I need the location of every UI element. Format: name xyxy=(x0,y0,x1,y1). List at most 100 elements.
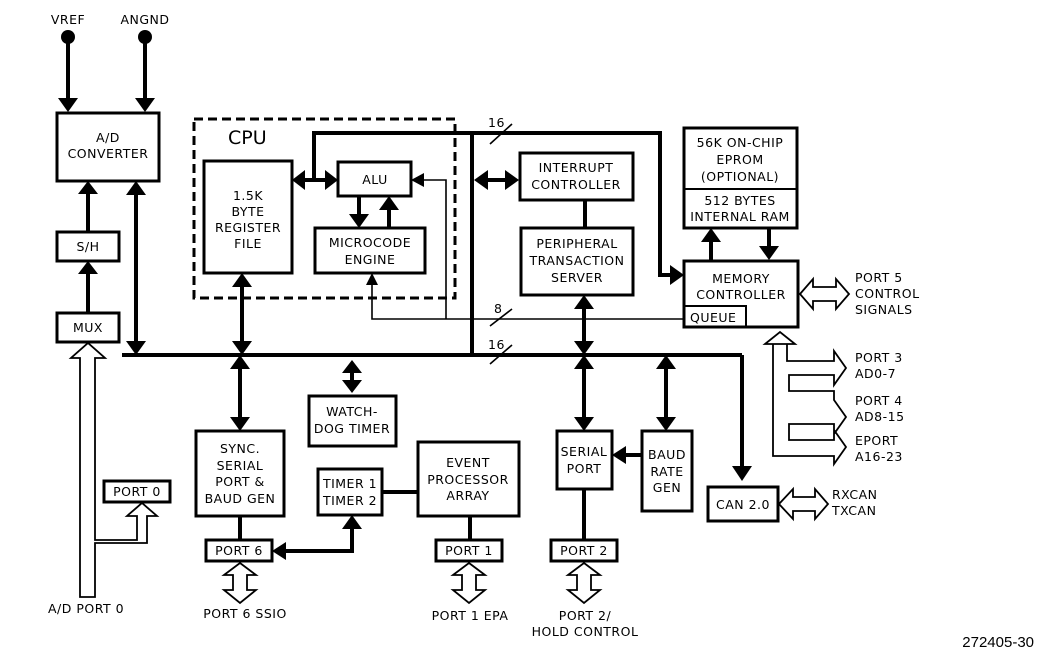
alu-block: ALU xyxy=(336,160,413,198)
ssio-bus-link xyxy=(230,355,250,431)
block-label: SERIAL xyxy=(561,444,608,459)
arrow-up-icon xyxy=(656,355,676,369)
ssio-block: SYNC. SERIAL PORT & BAUD GEN xyxy=(194,429,286,518)
port5-label: CONTROL xyxy=(855,286,920,301)
block-label: TIMER 1 xyxy=(322,476,377,491)
port5-label: PORT 5 xyxy=(855,270,903,285)
arrow-left-icon xyxy=(411,173,424,187)
arrow-left-icon xyxy=(292,170,305,190)
thin-lines xyxy=(371,179,684,320)
port0-block: PORT 0 xyxy=(102,479,172,504)
arrow-up-icon xyxy=(366,273,378,285)
block-label: CONVERTER xyxy=(68,146,149,161)
block-label: PORT 0 xyxy=(113,484,161,499)
arrow-up-icon xyxy=(126,181,146,195)
cpu-label: CPU xyxy=(228,127,267,149)
arrow-down-icon xyxy=(58,98,78,112)
serial-port-block: SERIAL PORT xyxy=(555,429,614,491)
arrow-down-icon xyxy=(759,246,779,260)
figure-id: 272405-30 xyxy=(962,634,1034,651)
arrow-left-icon xyxy=(612,446,626,464)
pin-vref: VREF xyxy=(51,12,85,112)
block-label: ARRAY xyxy=(446,488,489,503)
block-label: PORT 6 xyxy=(215,543,263,558)
block-label: PORT xyxy=(567,461,602,476)
can-hollow-arrow: RXCAN TXCAN xyxy=(777,486,877,522)
block-label: 1.5K xyxy=(233,188,263,203)
bus-slash xyxy=(489,344,513,365)
arrow-down-icon xyxy=(126,341,146,355)
watchdog-block: WATCH- DOG TIMER xyxy=(307,394,398,448)
baud-bus-link xyxy=(656,355,676,431)
arrow-right-icon xyxy=(505,170,519,190)
block-label: EPROM xyxy=(716,152,763,167)
port3-label: AD0-7 xyxy=(855,366,896,381)
arrow-up-icon xyxy=(701,228,721,242)
queue-label: QUEUE xyxy=(690,310,736,325)
arrow-left-icon xyxy=(474,170,488,190)
block-label: BAUD xyxy=(648,447,686,462)
port5-hollow-arrow: PORT 5 CONTROL SIGNALS xyxy=(798,270,920,317)
block-label: SYNC. xyxy=(220,441,260,456)
block-label: SERIAL xyxy=(217,458,264,473)
arrow-down-icon xyxy=(574,341,594,355)
mux-block: MUX xyxy=(55,261,121,344)
block-label: CONTROLLER xyxy=(531,177,621,192)
port5-label: SIGNALS xyxy=(855,302,913,317)
port6-block: PORT 6 xyxy=(204,538,274,563)
eport-label: EPORT xyxy=(855,433,898,448)
eport-label: A16-23 xyxy=(855,449,903,464)
port1-block: PORT 1 xyxy=(434,538,504,563)
cpu-boundary xyxy=(192,117,457,300)
ad-port0-hollow-arrow: A/D PORT 0 xyxy=(48,341,160,616)
block-label: S/H xyxy=(76,239,99,254)
pts-bus-link xyxy=(574,295,594,355)
arrow-up-icon xyxy=(379,196,399,210)
port4-label: PORT 4 xyxy=(855,393,903,408)
pin-angnd: ANGND xyxy=(120,12,169,112)
block-label: WATCH- xyxy=(326,404,378,419)
block-label: INTERRUPT xyxy=(539,160,614,175)
block-label: CAN 2.0 xyxy=(716,497,770,512)
block-label: GEN xyxy=(653,480,681,495)
block-label: FILE xyxy=(234,236,262,251)
bus-slash xyxy=(489,123,513,145)
arrow-up-icon xyxy=(574,295,594,309)
block-label: PERIPHERAL xyxy=(536,236,617,251)
port2-block: PORT 2 xyxy=(549,538,619,563)
buses xyxy=(122,131,744,468)
arrow-up-icon xyxy=(232,273,252,287)
alu-feed-line xyxy=(424,179,447,319)
arrow-right-icon xyxy=(325,170,338,190)
port1-hollow-arrow: PORT 1 EPA xyxy=(432,561,509,623)
arrow-down-icon xyxy=(656,417,676,431)
baud-rate-gen-block: BAUD RATE GEN xyxy=(640,429,694,513)
sample-hold-block: S/H xyxy=(55,181,121,263)
block-label: (OPTIONAL) xyxy=(701,169,779,184)
ad-converter-block: A/D CONVERTER xyxy=(55,111,161,183)
vref-label: VREF xyxy=(51,12,85,27)
bus-width-markers: 16 8 16 xyxy=(488,115,513,365)
regfile-bus-link xyxy=(232,273,252,355)
epa-block: EVENT PROCESSOR ARRAY xyxy=(416,440,521,518)
timers-block: TIMER 1 TIMER 2 xyxy=(316,467,384,517)
block-label: MEMORY xyxy=(712,271,770,286)
block-label: BYTE xyxy=(231,204,264,219)
block-label: REGISTER xyxy=(215,220,281,235)
block-label: A/D xyxy=(96,130,120,145)
serial-bus-link xyxy=(574,355,594,431)
block-label: EVENT xyxy=(446,455,490,470)
queue-line xyxy=(371,283,684,320)
block-label: TRANSACTION xyxy=(529,253,625,268)
arrow-down-icon xyxy=(342,380,362,393)
port2-hollow-arrow: PORT 2/ HOLD CONTROL xyxy=(532,561,638,639)
port1-epa-label: PORT 1 EPA xyxy=(432,608,509,623)
arrow-down-icon xyxy=(349,214,369,228)
port3-label: PORT 3 xyxy=(855,350,903,365)
arrow-up-icon xyxy=(78,181,98,194)
arrow-down-icon xyxy=(135,98,155,112)
ad-port0-label: A/D PORT 0 xyxy=(48,601,124,616)
arrow-up-icon xyxy=(574,355,594,369)
angnd-label: ANGND xyxy=(120,12,169,27)
